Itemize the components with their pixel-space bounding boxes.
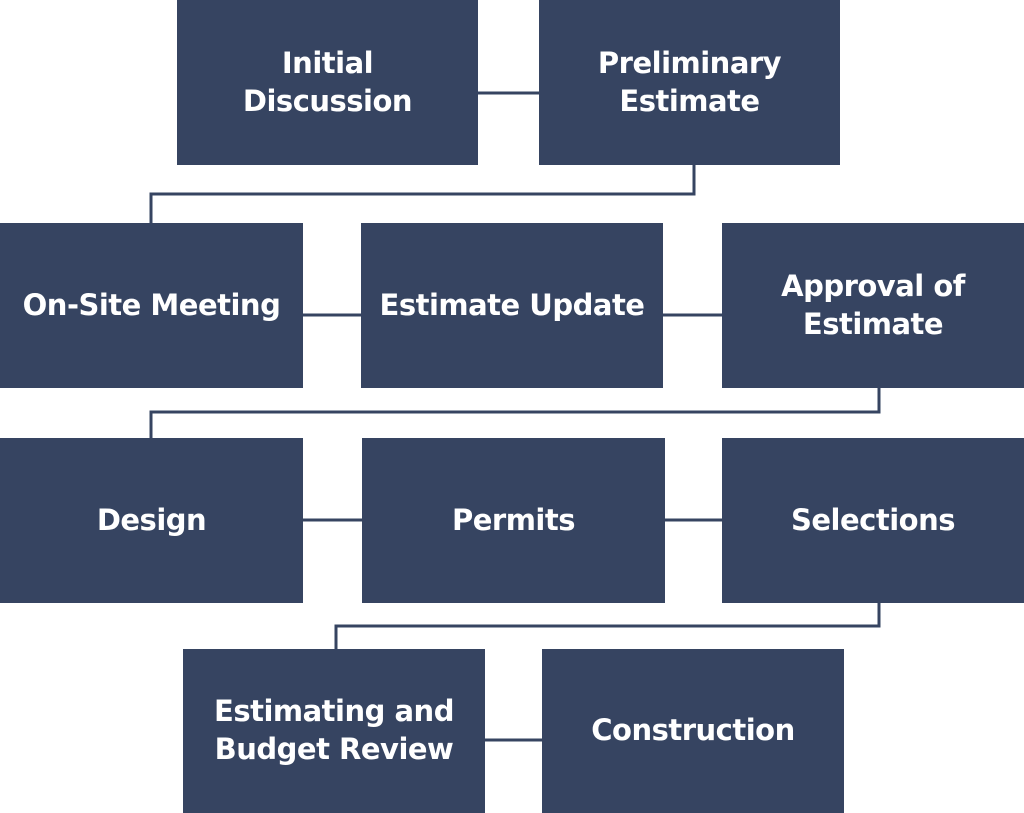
connector-preliminary-to-onsite [149,165,696,223]
step-label: Estimating and Budget Review [214,694,454,766]
step-label: Preliminary Estimate [597,45,782,118]
step-label: Design [96,502,207,537]
step-on-site-meeting: On-Site Meeting [0,223,303,388]
step-initial-discussion: Initial Discussion [177,0,478,165]
connector-selections-to-budget [334,603,881,649]
step-design: Design [0,438,303,603]
step-label: Estimate Update [379,287,645,322]
step-label: Approval of Estimate [781,268,965,341]
step-label: Construction [591,713,795,748]
step-preliminary-estimate: Preliminary Estimate [539,0,840,165]
step-estimating-and-budget-review: Estimating and Budget Review [183,649,485,813]
step-approval-of-estimate: Approval of Estimate [722,223,1024,388]
step-estimate-update: Estimate Update [361,223,663,388]
step-label: Selections [791,502,956,537]
connector-approval-to-design [149,388,881,438]
step-permits: Permits [362,438,665,603]
step-label: On-Site Meeting [22,287,281,322]
step-label: Permits [451,502,576,537]
step-label: Initial Discussion [242,45,413,118]
step-construction: Construction [542,649,844,813]
step-selections: Selections [722,438,1024,603]
